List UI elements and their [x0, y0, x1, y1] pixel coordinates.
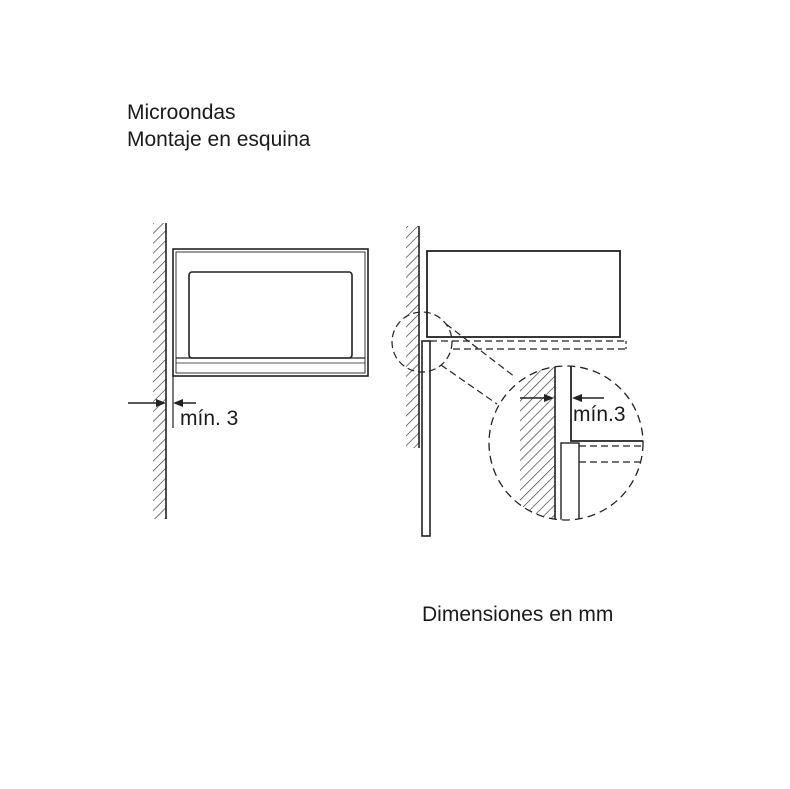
- microwave-frame: [172, 248, 369, 377]
- title-line-product: Microondas: [127, 101, 236, 124]
- left-view: mín. 3: [128, 223, 369, 519]
- detail-leader-bottom: [440, 364, 498, 405]
- right-view: mín.3: [391, 226, 644, 537]
- detail-leader-top: [445, 323, 516, 378]
- detail-clearance-arrowhead: [544, 394, 554, 402]
- title-line-installation: Montaje en esquina: [127, 128, 311, 151]
- detail-clearance-arrowhead-right: [572, 394, 582, 402]
- detail-appliance-corner: [570, 366, 643, 442]
- right-wall-hatch: [406, 226, 419, 448]
- detail-circle: [488, 365, 644, 521]
- left-wall-hatch: [153, 223, 166, 519]
- appliance-side-view: [426, 250, 621, 338]
- diagram-title: Microondas Montaje en esquina: [127, 99, 310, 153]
- detail-cabinet-panel: [560, 442, 580, 520]
- microwave-frame-inner: [175, 251, 366, 374]
- detail-clearance-label: mín.3: [573, 403, 626, 426]
- units-note: Dimensiones en mm: [422, 603, 614, 626]
- detail-marker-circle: [391, 311, 453, 373]
- detail-content: [520, 366, 643, 520]
- left-clearance-label: mín. 3: [180, 407, 238, 430]
- detail-wall-hatch: [520, 366, 555, 520]
- left-clearance-arrowhead: [156, 399, 166, 407]
- left-clearance-arrowhead-right: [173, 399, 183, 407]
- microwave-window: [188, 271, 353, 359]
- cabinet-side-panel: [421, 340, 431, 537]
